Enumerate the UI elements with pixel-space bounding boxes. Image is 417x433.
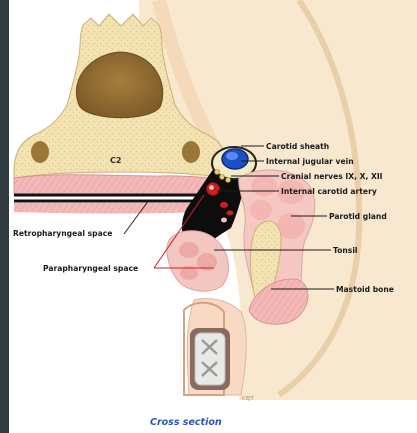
label-retropharyngeal-space: Retropharyngeal space — [13, 229, 112, 238]
nerve-dot — [226, 178, 231, 183]
diagram-frame: C2 — [9, 0, 417, 433]
label-parapharyngeal-space: Parapharyngeal space — [43, 264, 138, 273]
label-parotid-gland: Parotid gland — [329, 212, 387, 221]
tooth — [195, 333, 225, 385]
small-vessel — [221, 218, 227, 223]
small-vessel — [220, 202, 228, 208]
label-tonsil: Tonsil — [333, 246, 358, 255]
jaw-and-tooth — [184, 299, 246, 396]
c2-label: C2 — [110, 156, 121, 165]
artist-signature: ©EJT — [241, 395, 255, 402]
label-mastoid-bone: Mastoid bone — [336, 285, 394, 294]
small-vessel — [227, 211, 234, 216]
label-internal-jugular-vein: Internal jugular vein — [266, 157, 354, 166]
anatomy-diagram: C2 — [9, 0, 417, 433]
nerve-dot — [215, 170, 220, 175]
label-internal-carotid-artery: Internal carotid artery — [281, 187, 377, 196]
pharyngeal-mucosa — [14, 203, 209, 214]
label-cranial-nerves: Cranial nerves IX, X, XII — [281, 172, 383, 181]
nerve-dot — [220, 175, 225, 180]
tonsil — [167, 231, 228, 291]
label-carotid-sheath: Carotid sheath — [266, 142, 329, 151]
caption: Cross section — [150, 417, 222, 428]
prevertebral-muscle — [14, 175, 229, 195]
